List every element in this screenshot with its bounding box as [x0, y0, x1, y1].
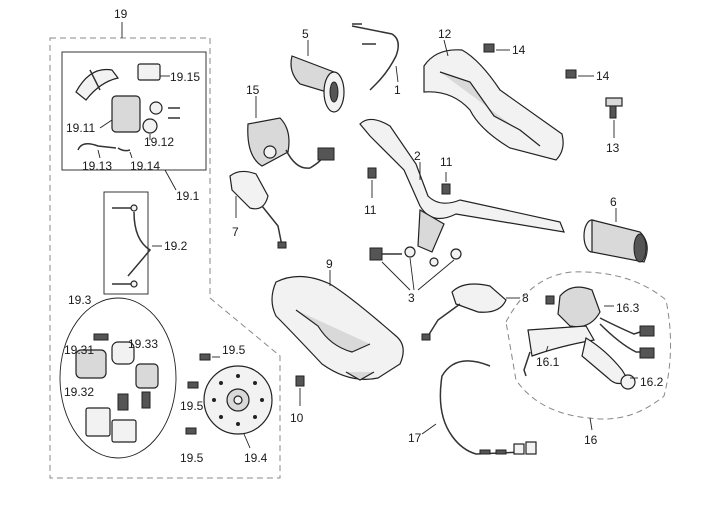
bolt-11-b — [441, 183, 451, 195]
label-16-2: 16.2 — [640, 375, 664, 389]
brake-cable — [439, 360, 537, 455]
label-19-15: 19.15 — [170, 70, 200, 84]
label-19-2: 19.2 — [164, 239, 188, 253]
label-9: 9 — [326, 257, 333, 271]
group-19-1-box — [61, 51, 207, 171]
caliper-group-outline — [59, 297, 177, 459]
label-2: 2 — [414, 149, 421, 163]
left-grip — [290, 55, 345, 113]
label-17: 17 — [408, 431, 422, 445]
label-19-5-b: 19.5 — [180, 399, 204, 413]
brake-hose-box — [103, 191, 149, 295]
label-19-5-c: 19.5 — [180, 451, 204, 465]
bolt-11-a — [367, 167, 377, 179]
label-7: 7 — [232, 225, 239, 239]
handlebar-cover-rear — [271, 275, 404, 381]
right-grip — [583, 219, 648, 263]
label-5: 5 — [302, 27, 309, 41]
master-cylinder-assembly — [75, 63, 180, 152]
handlebar-mounting-bolts — [369, 246, 462, 267]
label-11-b: 11 — [440, 155, 453, 169]
label-6: 6 — [610, 195, 617, 209]
handlebar — [359, 118, 565, 253]
label-14-b: 14 — [596, 69, 610, 83]
throttle-cable — [351, 23, 399, 91]
label-19-12: 19.12 — [144, 135, 174, 149]
label-8: 8 — [522, 291, 529, 305]
label-19-1: 19.1 — [176, 189, 200, 203]
label-19-32: 19.32 — [64, 385, 94, 399]
label-19-11: 19.11 — [66, 121, 95, 135]
handlebar-cover-front — [423, 49, 564, 161]
left-switch-housing — [247, 117, 335, 169]
screw-10 — [295, 375, 305, 387]
label-13: 13 — [606, 141, 620, 155]
screw-14-b — [565, 69, 577, 79]
label-11-a: 11 — [364, 203, 377, 217]
bolt-13 — [605, 97, 623, 119]
label-16-1: 16.1 — [536, 355, 560, 369]
brake-caliper — [75, 333, 159, 443]
screw-14-a — [483, 43, 495, 53]
label-1: 1 — [394, 83, 401, 97]
label-19-14: 19.14 — [130, 159, 160, 173]
left-mirror — [229, 170, 287, 249]
label-19-4: 19.4 — [244, 451, 268, 465]
label-16: 16 — [584, 433, 598, 447]
label-14-a: 14 — [512, 43, 526, 57]
label-16-3: 16.3 — [616, 301, 640, 315]
brake-hose — [112, 204, 152, 288]
label-3: 3 — [408, 291, 415, 305]
label-19-3: 19.3 — [68, 293, 92, 307]
group-16-outline — [505, 271, 671, 420]
label-19-5-a: 19.5 — [222, 343, 246, 357]
label-19-31: 19.31 — [64, 343, 94, 357]
label-19-13: 19.13 — [82, 159, 112, 173]
brake-disc — [203, 365, 273, 435]
label-19: 19 — [114, 7, 128, 21]
right-switch-and-lever — [523, 286, 655, 390]
label-15: 15 — [246, 83, 260, 97]
label-12: 12 — [438, 27, 452, 41]
label-19-33: 19.33 — [128, 337, 158, 351]
label-10: 10 — [290, 411, 304, 425]
right-mirror — [421, 283, 507, 341]
group-19-outline — [49, 37, 281, 479]
disc-bolts — [185, 353, 211, 435]
